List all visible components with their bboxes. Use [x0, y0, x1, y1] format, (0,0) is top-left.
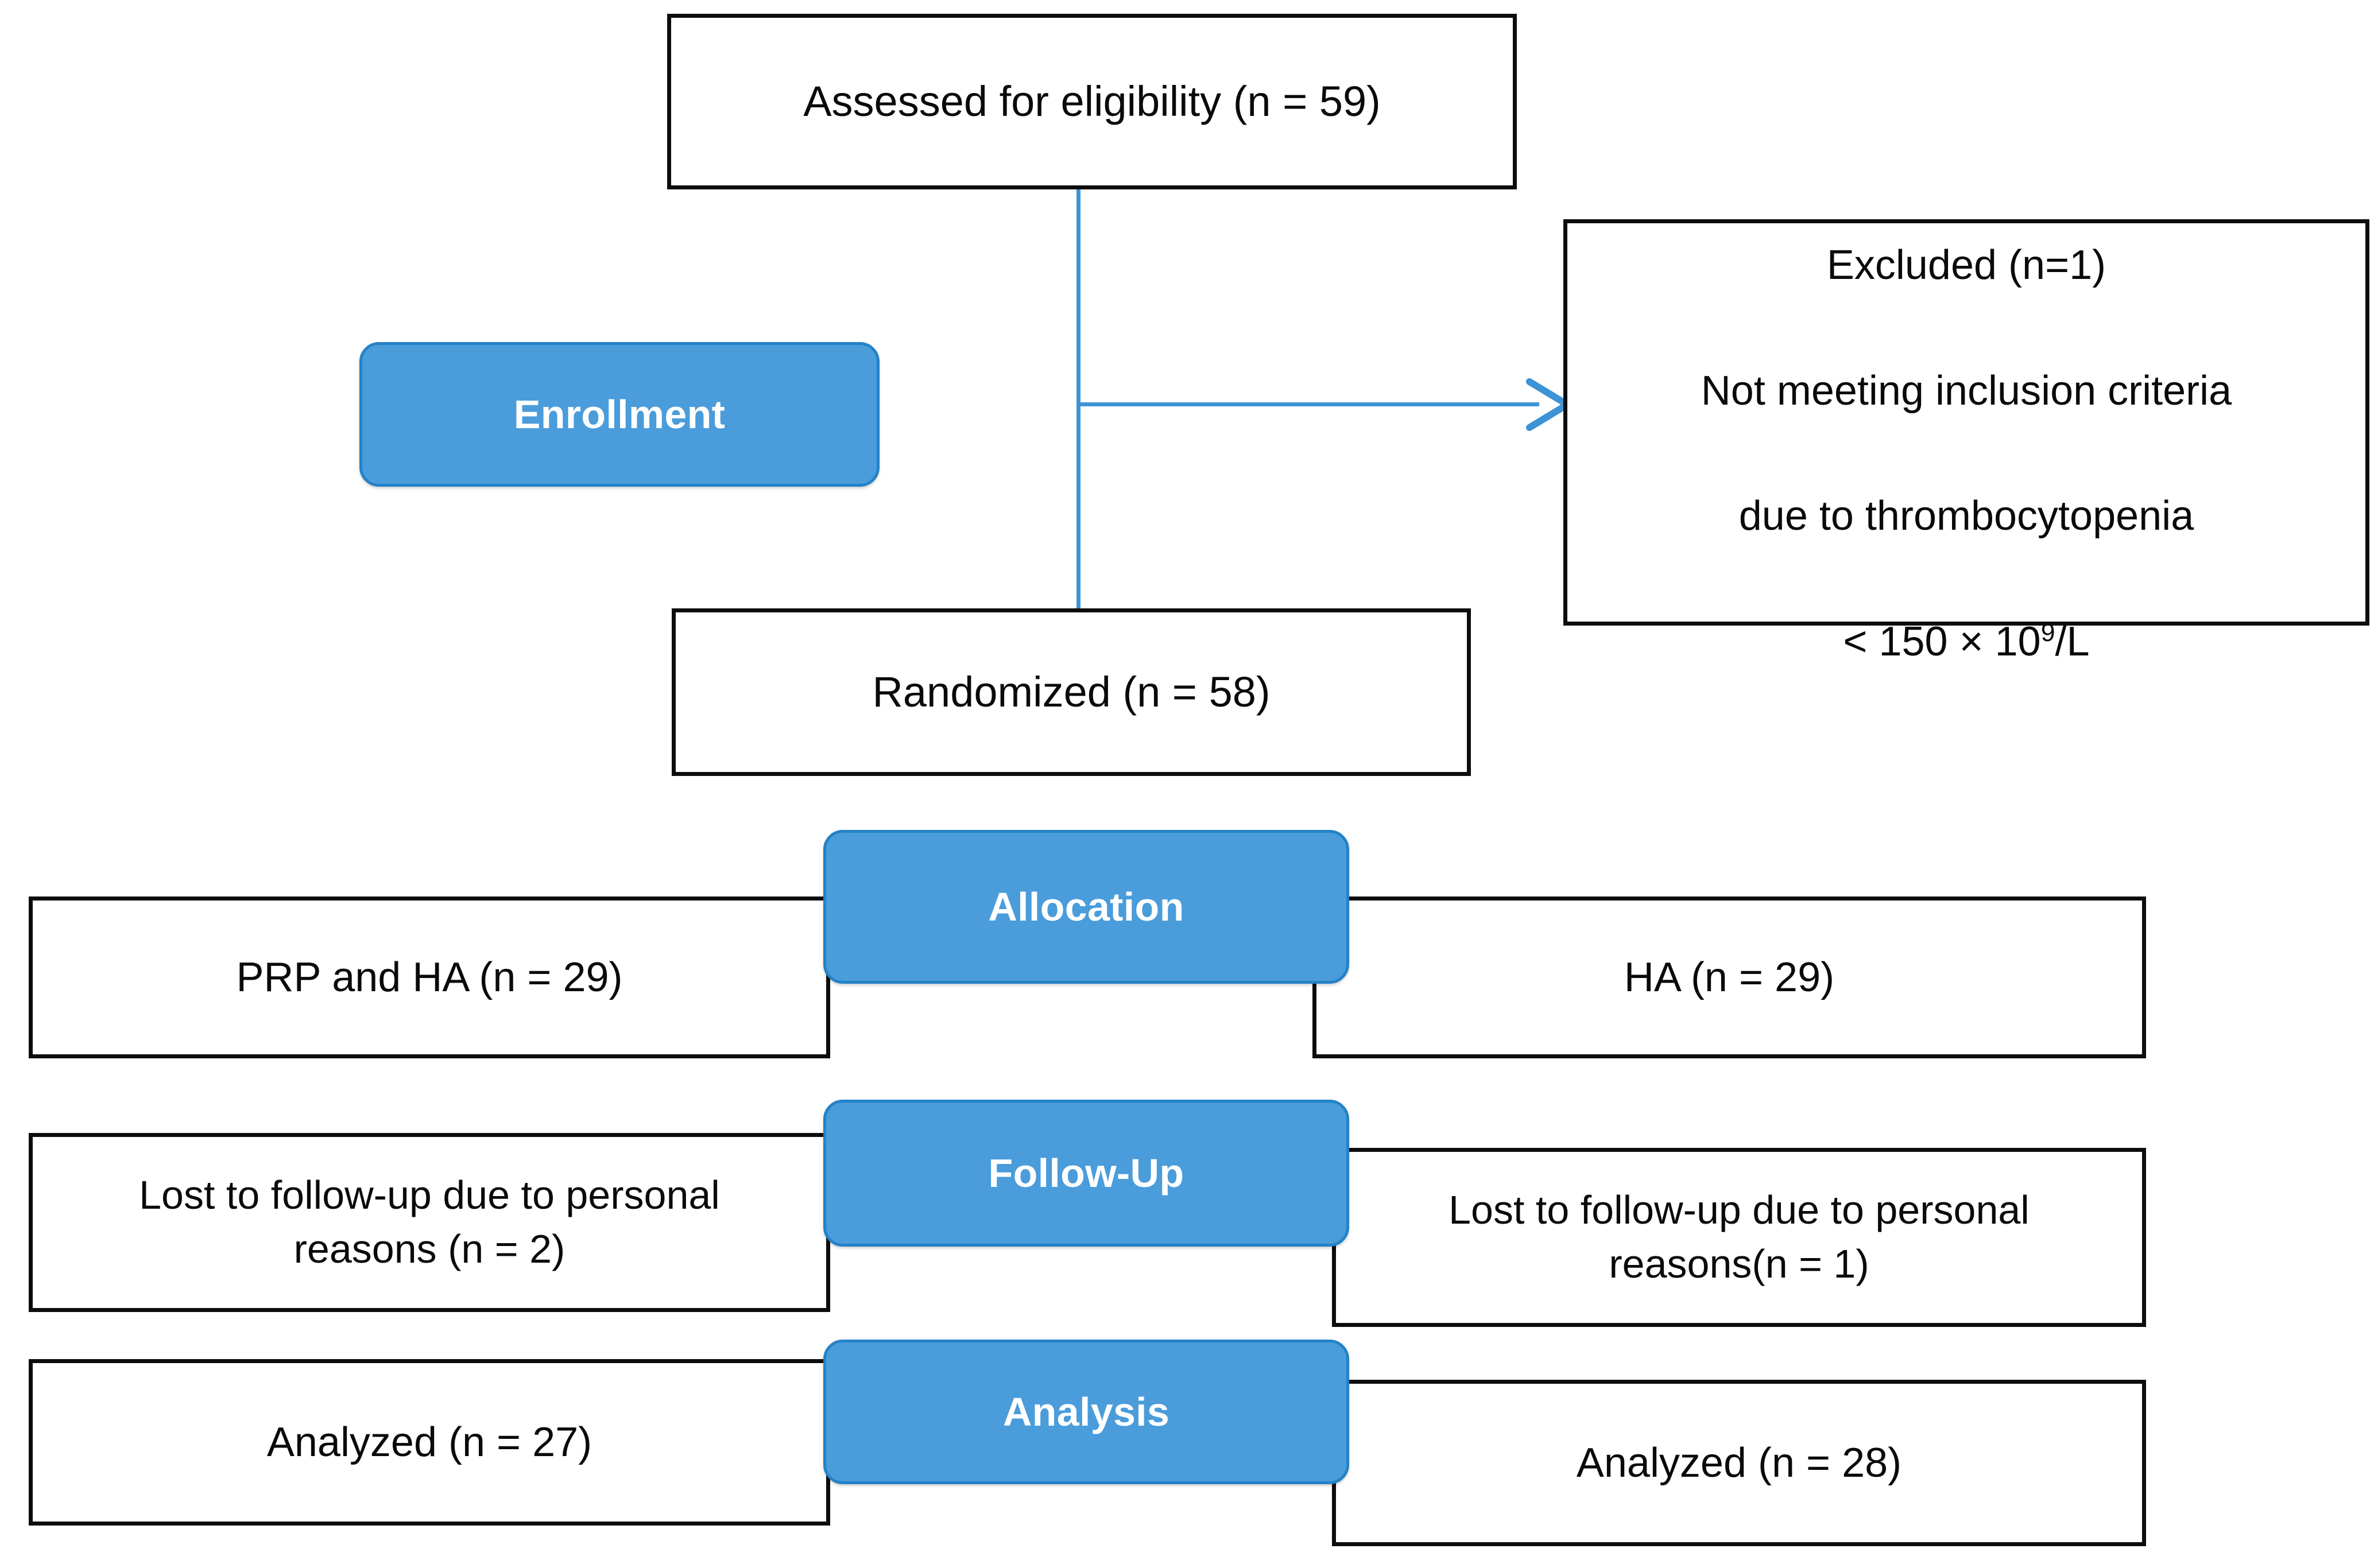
stage-label-follow-up: Follow-Up — [988, 1151, 1184, 1196]
excluded-label: Excluded (n=1) Not meeting inclusion cri… — [1567, 171, 2365, 674]
box-excluded: Excluded (n=1) Not meeting inclusion cri… — [1563, 219, 2369, 665]
stage-pill-enrollment: Enrollment — [359, 342, 880, 487]
analysis-left-label: Analyzed (n = 27) — [266, 1419, 592, 1465]
allocation-left-label: PRP and HA (n = 29) — [236, 954, 623, 1000]
assessed-label: Assessed for eligibility (n = 59) — [803, 77, 1381, 126]
stage-label-analysis: Analysis — [1002, 1390, 1170, 1434]
stage-pill-analysis: Analysis — [823, 1340, 1349, 1484]
box-randomized: Randomized (n = 58) — [672, 608, 1471, 776]
excluded-threshold-suffix: /L — [2055, 619, 2090, 665]
box-followup-right-lost-to-followup: Lost to follow-up due to personal reason… — [1332, 1148, 2146, 1327]
box-analysis-left-analyzed: Analyzed (n = 27) — [29, 1359, 830, 1526]
excluded-threshold-exponent: 9 — [2040, 619, 2055, 647]
excluded-line-3: due to thrombocytopenia — [1738, 493, 2194, 540]
followup-left-label: Lost to follow-up due to personal reason… — [139, 1173, 720, 1271]
excluded-line-1: Excluded (n=1) — [1826, 242, 2106, 288]
stage-pill-follow-up: Follow-Up — [823, 1100, 1349, 1247]
followup-right-label: Lost to follow-up due to personal reason… — [1449, 1187, 2030, 1286]
stage-label-allocation: Allocation — [988, 884, 1184, 929]
box-followup-left-lost-to-followup: Lost to follow-up due to personal reason… — [29, 1133, 830, 1312]
analysis-right-label: Analyzed (n = 28) — [1576, 1439, 1902, 1486]
connector-assessed-to-randomized — [1076, 188, 1080, 610]
box-allocation-left-prp-and-ha: PRP and HA (n = 29) — [29, 896, 830, 1058]
allocation-right-label: HA (n = 29) — [1624, 954, 1835, 1000]
excluded-threshold-prefix: < 150 × 10 — [1843, 619, 2041, 665]
excluded-line-4: < 150 × 109/L — [1843, 619, 2089, 665]
box-assessed-for-eligibility: Assessed for eligibility (n = 59) — [667, 14, 1517, 189]
stage-pill-allocation: Allocation — [823, 830, 1349, 984]
randomized-label: Randomized (n = 58) — [872, 668, 1271, 716]
stage-label-enrollment: Enrollment — [513, 392, 726, 437]
box-analysis-right-analyzed: Analyzed (n = 28) — [1332, 1380, 2146, 1546]
box-allocation-right-ha: HA (n = 29) — [1312, 896, 2146, 1058]
connector-assessed-to-excluded — [1076, 402, 1539, 406]
excluded-line-2: Not meeting inclusion criteria — [1701, 367, 2232, 414]
